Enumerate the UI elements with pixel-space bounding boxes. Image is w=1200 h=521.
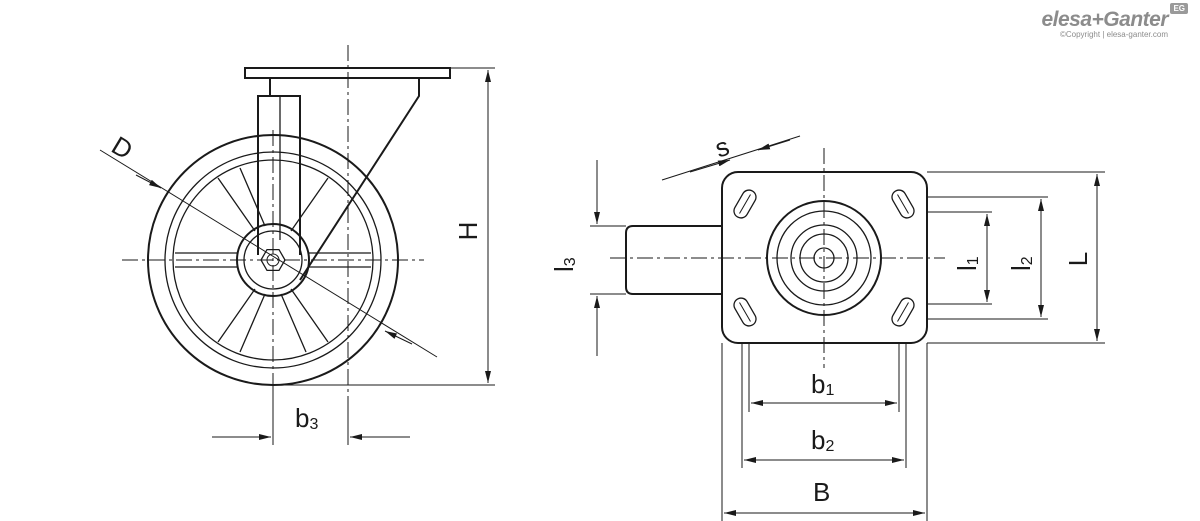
brand-badge: EG [1170,3,1188,14]
label-L: L [1063,252,1093,266]
brand-name: elesa+Ganter [1041,8,1168,31]
label-l2: l2 [1006,256,1036,271]
side-view [99,45,495,445]
mounting-holes [733,189,915,327]
label-H: H [453,222,483,241]
label-D: D [107,130,139,165]
label-b3: b3 [295,403,318,433]
brand-logo: elesa+Ganter ©Copyright | elesa-ganter.c… [1041,8,1168,39]
fork-housing [257,78,420,281]
label-s: s [711,131,733,164]
label-l1: l1 [952,256,982,271]
label-B: B [813,477,830,507]
label-b1: b1 [811,369,834,399]
top-view [590,135,1105,521]
wheel-projection [625,225,722,295]
label-l3: l3 [549,257,579,272]
wheel-spokes [175,167,371,353]
label-b2: b2 [811,425,834,455]
brand-copyright: ©Copyright | elesa-ganter.com [1059,30,1168,39]
